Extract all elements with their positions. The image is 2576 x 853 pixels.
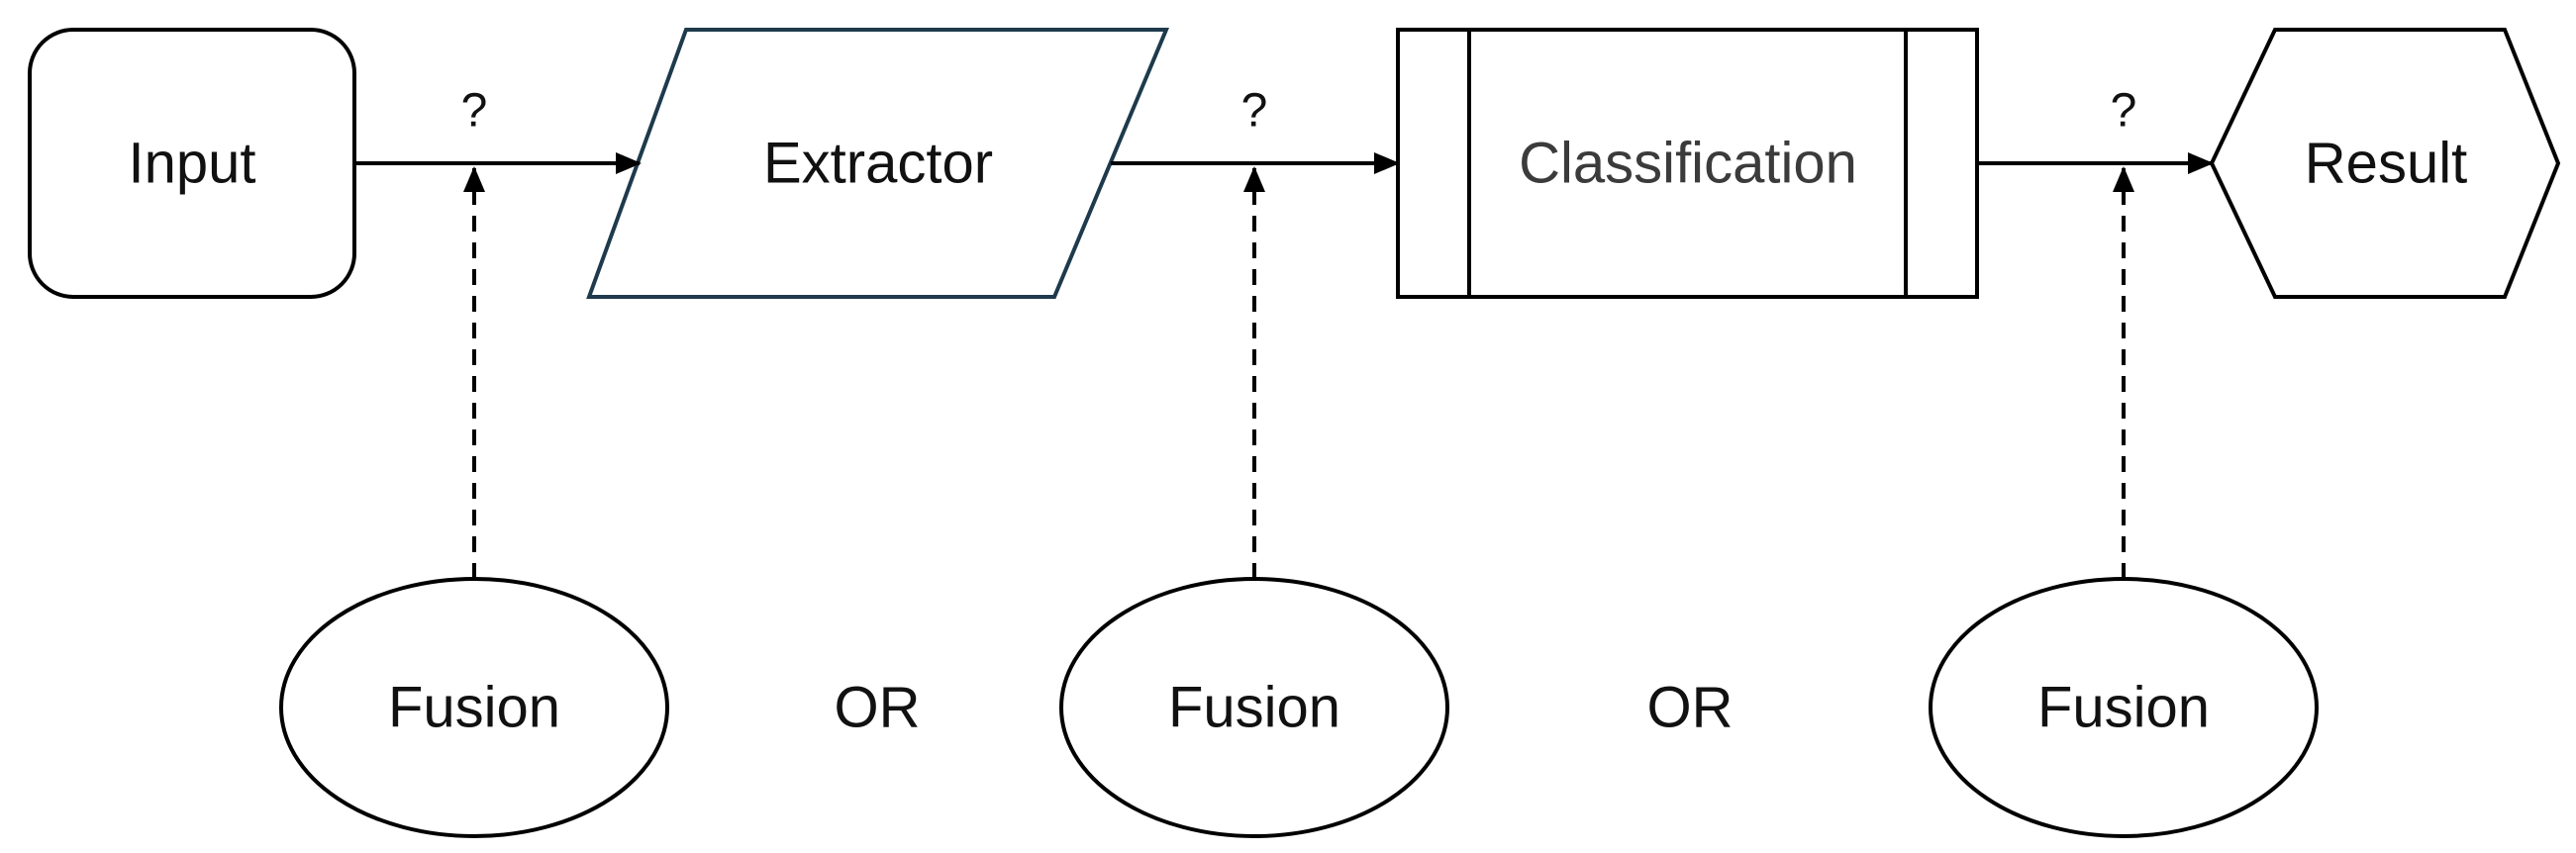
classification-label: Classification — [1519, 132, 1857, 196]
classification-node: Classification — [1396, 28, 1979, 299]
result-node: Result — [2209, 28, 2561, 299]
fusion-node-3: Fusion — [1929, 577, 2319, 838]
or-separator-2: OR — [1647, 676, 1734, 740]
result-label: Result — [2305, 132, 2467, 196]
question-mark-1: ? — [461, 85, 488, 138]
question-mark-2: ? — [1241, 85, 1268, 138]
question-mark-3: ? — [2111, 85, 2137, 138]
extractor-label: Extractor — [763, 132, 993, 196]
input-label: Input — [129, 132, 256, 196]
fusion-label-1: Fusion — [388, 676, 560, 740]
fusion-node-2: Fusion — [1059, 577, 1449, 838]
extractor-node: Extractor — [586, 28, 1170, 299]
fusion-label-2: Fusion — [1168, 676, 1340, 740]
fusion-node-1: Fusion — [279, 577, 669, 838]
or-separator-1: OR — [835, 676, 921, 740]
fusion-label-3: Fusion — [2037, 676, 2210, 740]
input-node: Input — [28, 28, 356, 299]
